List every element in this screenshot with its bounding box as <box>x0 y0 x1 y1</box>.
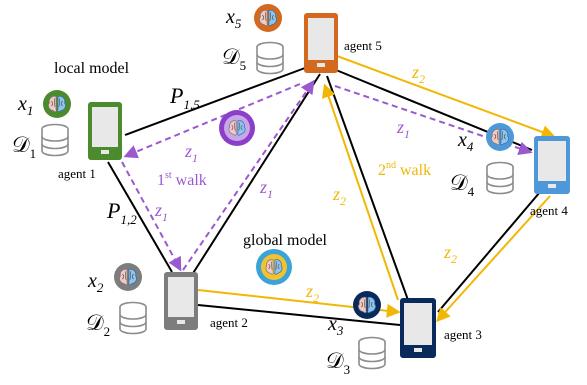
z1-label-2-5: z1 <box>259 177 273 201</box>
d-symbol: 𝒟3 <box>326 348 350 377</box>
global-model-badge <box>256 249 292 285</box>
d-symbol: 𝒟5 <box>222 44 246 73</box>
second-walk-label: 2nd walk <box>378 160 431 179</box>
agent-3: agent 3 x3 𝒟3 <box>326 291 482 377</box>
edge-weight-p12: P1,2 <box>106 198 137 227</box>
walk2-arrow-4-to-3 <box>436 195 551 323</box>
x-symbol: x1 <box>17 93 33 118</box>
z1-label-5-1: z1 <box>184 141 198 165</box>
local-model-label: local model <box>54 60 130 77</box>
brain-badge <box>486 123 514 151</box>
edge-agent5-agent3 <box>326 75 409 301</box>
first-walk-label: 1st walk <box>157 170 207 189</box>
x-symbol: x5 <box>225 6 242 31</box>
z1-label-1-2: z1 <box>154 200 168 224</box>
z1-labels: z1 z1 z1 z1 <box>154 117 410 224</box>
database-icon <box>256 41 284 75</box>
agent-label: agent 3 <box>444 327 482 342</box>
brain-badge <box>353 291 381 319</box>
edge-weight-p15: P1,5 <box>169 83 200 112</box>
edge-agent2-agent3 <box>197 304 401 326</box>
agent-label: agent 1 <box>58 166 96 181</box>
walk1-model-badge <box>219 110 255 146</box>
database-icon <box>119 301 147 335</box>
agent-2: agent 2 x2 𝒟2 <box>86 263 248 339</box>
z2-label-3-5: z2 <box>332 184 346 208</box>
edge-agent4-agent3 <box>437 191 541 313</box>
database-icon <box>41 123 69 157</box>
edge-agent1-agent5 <box>124 67 306 136</box>
smartphone-icon <box>164 272 198 330</box>
brain-badge <box>43 90 71 118</box>
d-symbol: 𝒟2 <box>86 310 110 339</box>
edge-agent1-agent2 <box>107 161 173 273</box>
x-symbol: x3 <box>327 313 344 338</box>
smartphone-icon <box>304 13 338 73</box>
z2-label-5-4: z2 <box>411 62 425 86</box>
agent-5: agent 5 x5 𝒟5 <box>222 4 382 75</box>
walk1-arrow-2-to-5 <box>182 79 315 271</box>
smartphone-icon <box>88 102 122 160</box>
database-icon <box>358 336 386 370</box>
z2-labels: z2 z2 z2 z2 <box>305 62 457 305</box>
global-model-label: global model <box>243 232 328 249</box>
z2-label-4-3: z2 <box>443 242 457 266</box>
agent-label: agent 2 <box>210 315 248 330</box>
x-symbol: x2 <box>87 270 104 295</box>
walk2-arrow-3-to-5 <box>321 83 399 301</box>
agent-label: agent 4 <box>530 203 568 218</box>
agent-label: agent 5 <box>344 38 382 53</box>
z2-label-2-3: z2 <box>305 281 319 305</box>
smartphone-icon <box>534 136 570 194</box>
walk1-arrow-5-to-1 <box>123 83 301 159</box>
topology-edges <box>107 67 541 326</box>
walk1-arrow-1-to-2 <box>121 161 182 272</box>
database-icon <box>486 161 514 195</box>
x-symbol: x4 <box>457 129 474 154</box>
agent-4: agent 4 x4 𝒟4 <box>450 123 570 218</box>
edge-agent2-agent5 <box>189 73 321 279</box>
agent-1: agent 1 x1 𝒟1 local model <box>12 60 130 181</box>
d-symbol: 𝒟4 <box>450 170 475 199</box>
brain-badge <box>254 4 282 32</box>
d-symbol: 𝒟1 <box>12 132 36 161</box>
walk2-arrow-5-to-4 <box>336 55 556 139</box>
smartphone-icon <box>400 298 436 358</box>
brain-badge <box>114 263 142 291</box>
z1-label-5-4: z1 <box>396 117 410 141</box>
